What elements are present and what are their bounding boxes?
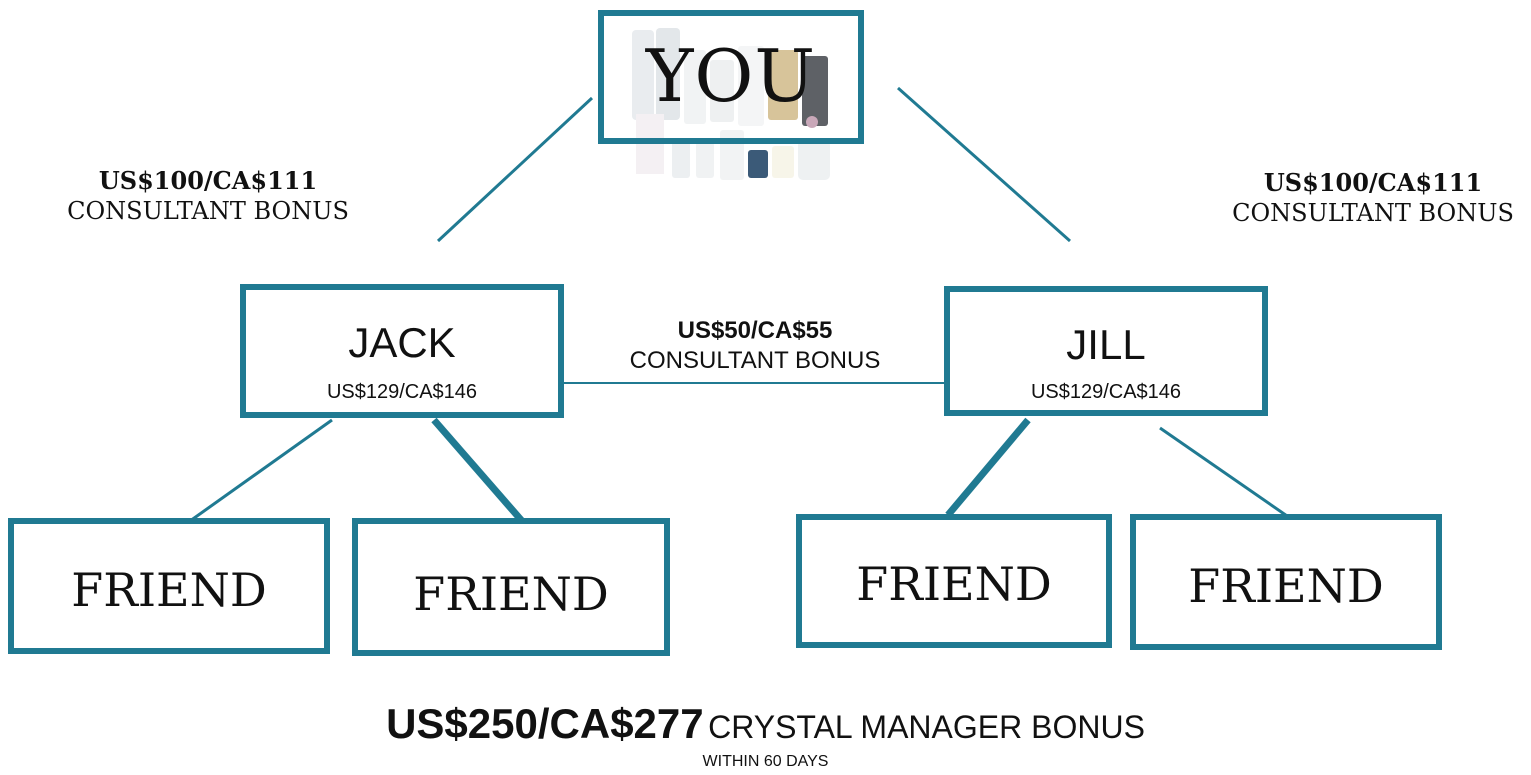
line-jill-to-friend-4	[1159, 426, 1291, 520]
you-label: YOU	[645, 34, 817, 118]
middle-bonus-amount: US$50/CA$55	[677, 317, 833, 344]
crystal-manager-bonus: US$250/CA$277 CRYSTAL MANAGER BONUS	[300, 700, 1231, 751]
crystal-bonus-amount: US$250/CA$277	[386, 700, 704, 747]
line-jill-to-friend-3	[945, 417, 1031, 518]
friend-label-4: FRIEND	[1188, 559, 1384, 613]
left-bonus-amount: US$100/CA$111	[98, 166, 318, 195]
jill-price: US$129/CA$146	[1030, 381, 1182, 403]
left-consultant-bonus: US$100/CA$111 CONSULTANT BONUS	[48, 166, 368, 226]
left-bonus-text: CONSULTANT BONUS	[67, 197, 349, 225]
friend-box-4	[1130, 514, 1442, 650]
jill-name: JILL	[1066, 321, 1146, 368]
crystal-bonus-text: CRYSTAL MANAGER BONUS	[708, 709, 1145, 745]
crystal-bonus-note: WITHIN 60 DAYS	[702, 753, 829, 770]
friend-box-2	[352, 518, 670, 656]
middle-consultant-bonus: US$50/CA$55 CONSULTANT BONUS	[600, 316, 910, 376]
jack-price: US$129/CA$146	[326, 381, 478, 403]
jack-box	[240, 284, 564, 418]
line-you-to-jack	[436, 96, 594, 243]
right-bonus-amount: US$100/CA$111	[1263, 168, 1483, 197]
you-box	[598, 10, 864, 144]
friend-box-1	[8, 518, 330, 654]
jill-box	[944, 286, 1268, 416]
line-jack-to-friend-1	[189, 418, 333, 523]
right-consultant-bonus: US$100/CA$111 CONSULTANT BONUS	[1218, 168, 1528, 228]
jack-name: JACK	[348, 319, 456, 366]
line-jack-to-friend-2	[431, 417, 525, 524]
friend-label-1: FRIEND	[71, 563, 267, 617]
friend-box-3	[796, 514, 1112, 648]
line-you-to-jill	[897, 86, 1071, 243]
product-collage-image	[632, 28, 830, 180]
middle-bonus-text: CONSULTANT BONUS	[629, 347, 881, 374]
right-bonus-text: CONSULTANT BONUS	[1232, 199, 1514, 227]
friend-label-2: FRIEND	[413, 567, 609, 621]
friend-label-3: FRIEND	[856, 557, 1052, 611]
